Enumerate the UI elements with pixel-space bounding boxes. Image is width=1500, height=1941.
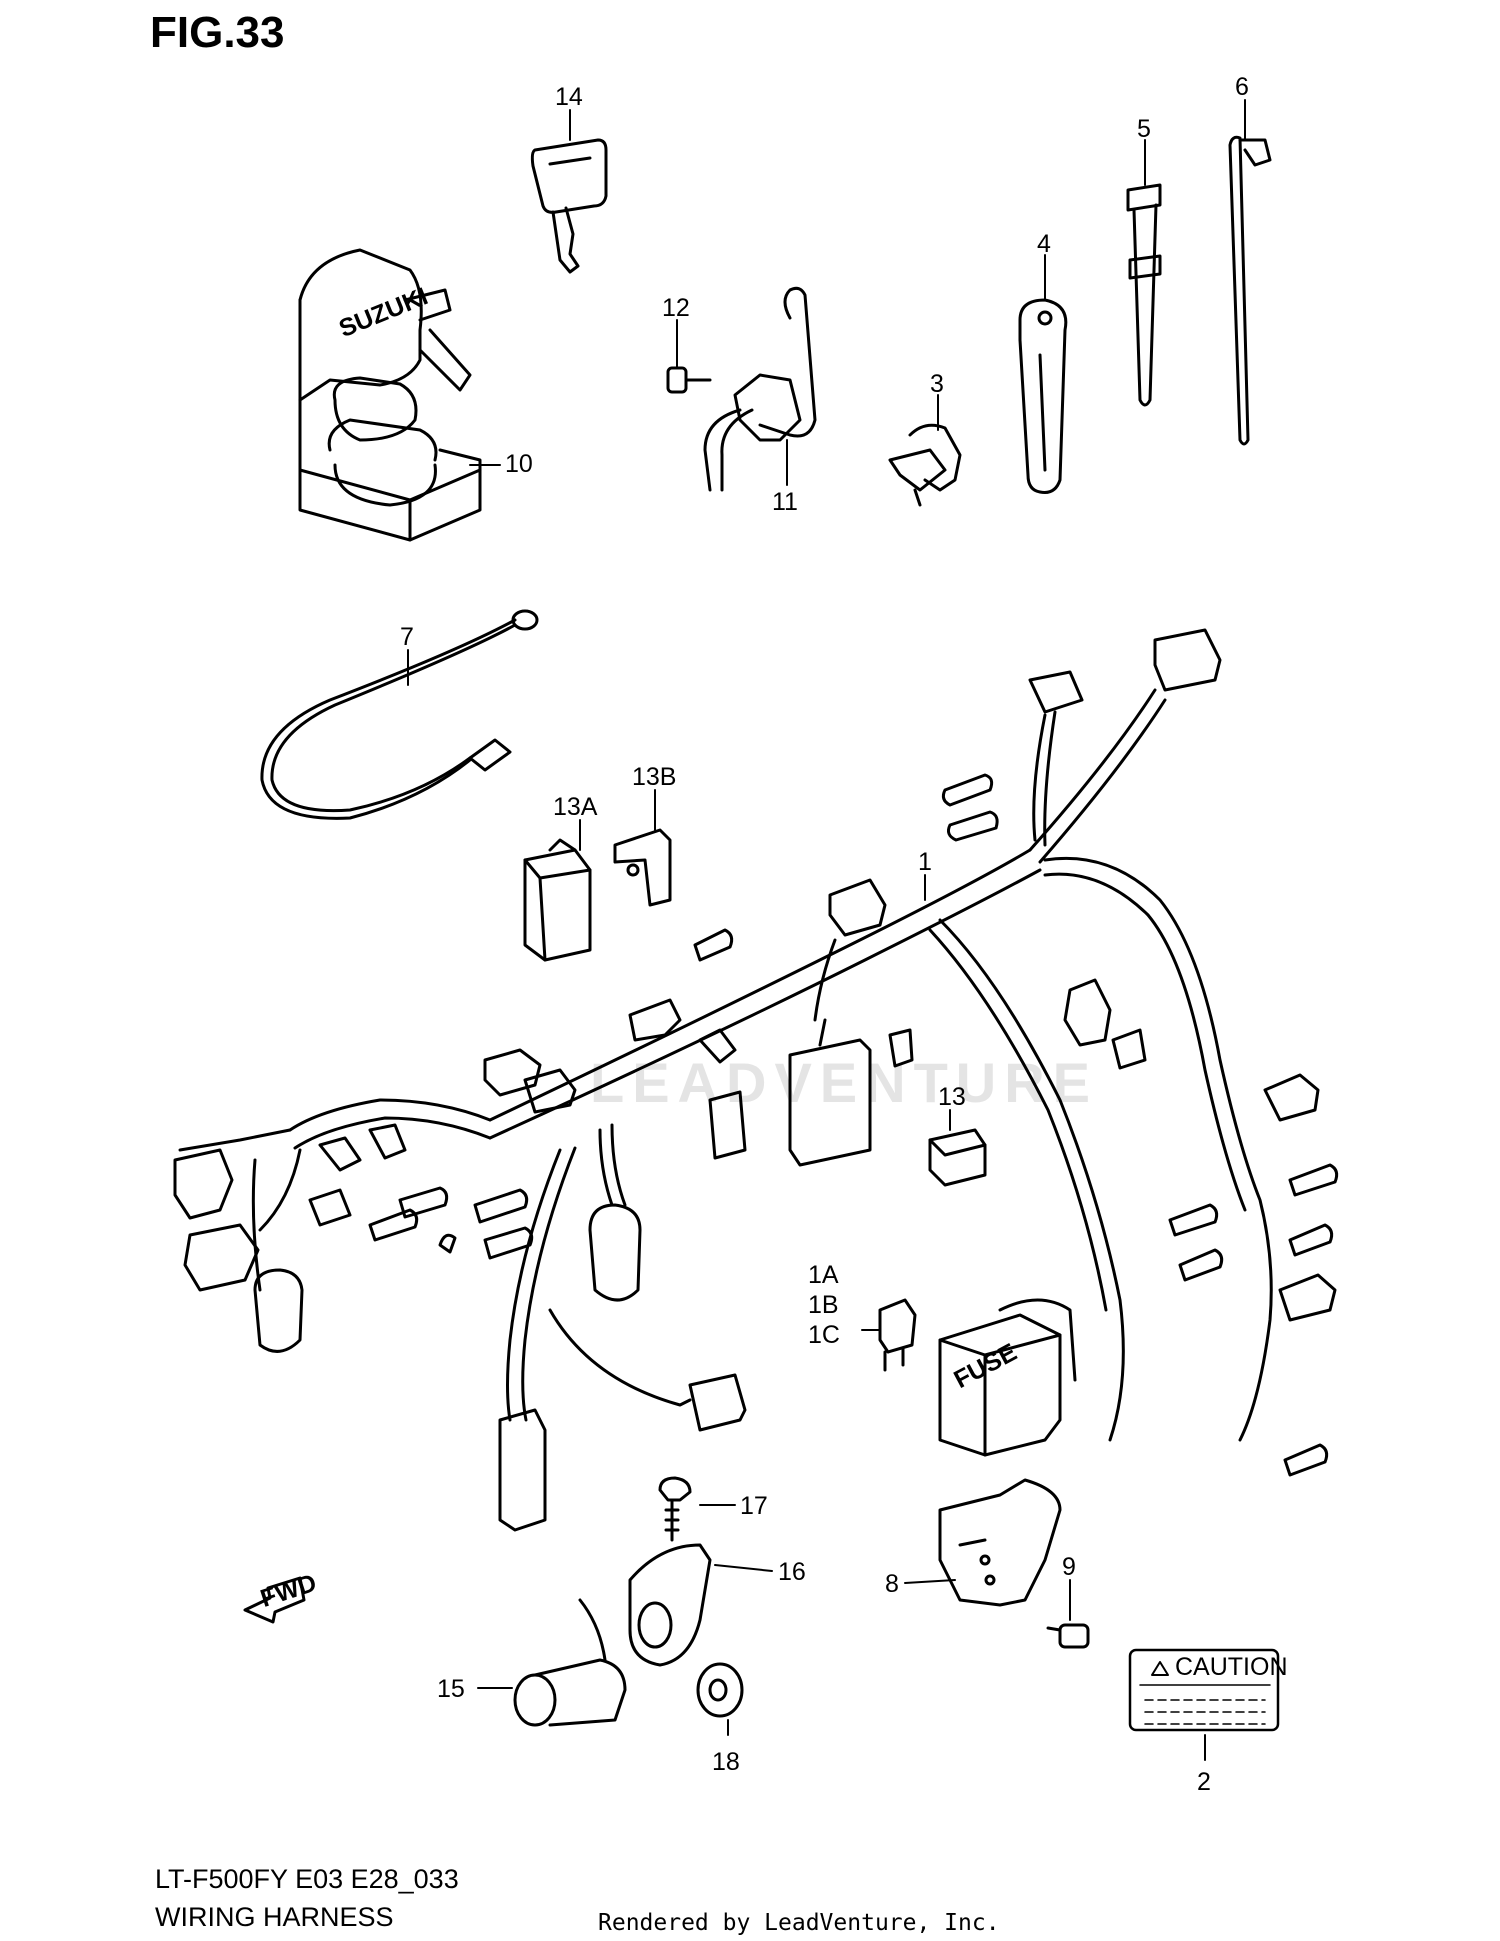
watermark: LEADVENTURE <box>590 1051 1099 1114</box>
callout-15: 15 <box>437 1675 465 1703</box>
part-screw-9 <box>1046 1623 1090 1649</box>
footer-name: WIRING HARNESS <box>155 1902 394 1932</box>
part-bolt-17 <box>658 1476 692 1542</box>
callout-5: 5 <box>1137 115 1151 143</box>
footer-model: LT-F500FY E03 E28_033 <box>155 1864 459 1894</box>
callout-18: 18 <box>712 1748 740 1776</box>
callout-1: 1 <box>918 848 932 876</box>
callout-13a: 13A <box>553 793 598 821</box>
part-bracket-16 <box>628 1543 712 1667</box>
callout-13: 13 <box>938 1083 966 1111</box>
callout-8: 8 <box>885 1570 899 1598</box>
callout-9: 9 <box>1062 1553 1076 1581</box>
part-screw-12 <box>666 366 712 394</box>
part-ignition-switch: SUZUKI <box>298 248 482 542</box>
callout-1a: 1A <box>808 1261 839 1289</box>
part-tie-strap-5 <box>1126 183 1162 407</box>
callout-3: 3 <box>930 370 944 398</box>
part-tie-6 <box>1228 135 1272 446</box>
part-relay-13a <box>523 838 592 962</box>
part-caution-label-2: CAUTION <box>1128 1648 1288 1732</box>
part-fuse-box: FUSE <box>938 1298 1077 1457</box>
fwd-arrow-icon: FWD <box>243 1569 320 1624</box>
part-clamp-3 <box>888 423 962 507</box>
part-key <box>530 138 608 274</box>
part-relay-13 <box>928 1128 987 1187</box>
part-sensor-11 <box>703 286 817 492</box>
footer-render-credit: Rendered by LeadVenture, Inc. <box>598 1910 1000 1936</box>
part-bracket-13b <box>613 828 672 907</box>
callout-17: 17 <box>740 1492 768 1520</box>
part-band-4 <box>1018 298 1068 494</box>
callout-6: 6 <box>1235 73 1249 101</box>
callout-2: 2 <box>1197 1768 1211 1796</box>
part-ground-cable-7 <box>260 609 539 820</box>
ignition-brand-text: SUZUKI <box>335 282 432 343</box>
callout-11: 11 <box>772 488 798 516</box>
callout-4: 4 <box>1037 230 1051 258</box>
callout-10: 10 <box>505 450 533 478</box>
callout-14: 14 <box>555 83 583 111</box>
caution-label-text: CAUTION <box>1175 1653 1288 1681</box>
part-main-harness-1 <box>173 628 1339 1532</box>
callout-1c: 1C <box>808 1321 840 1349</box>
figure-title: FIG.33 <box>150 8 285 57</box>
callout-16: 16 <box>778 1558 806 1586</box>
callout-12: 12 <box>662 294 690 322</box>
part-bracket-8 <box>938 1478 1062 1607</box>
callout-13b: 13B <box>632 763 676 791</box>
part-fuse-1a <box>878 1298 917 1372</box>
part-grommet-18 <box>696 1662 744 1718</box>
callout-1b: 1B <box>808 1291 839 1319</box>
callout-7: 7 <box>400 623 414 651</box>
callout-labels: 14 6 5 4 12 3 10 11 7 13B 13A 1 13 1A 1B… <box>400 73 1249 1796</box>
part-sensor-15 <box>513 1598 627 1727</box>
leader-lines <box>407 99 1246 1761</box>
